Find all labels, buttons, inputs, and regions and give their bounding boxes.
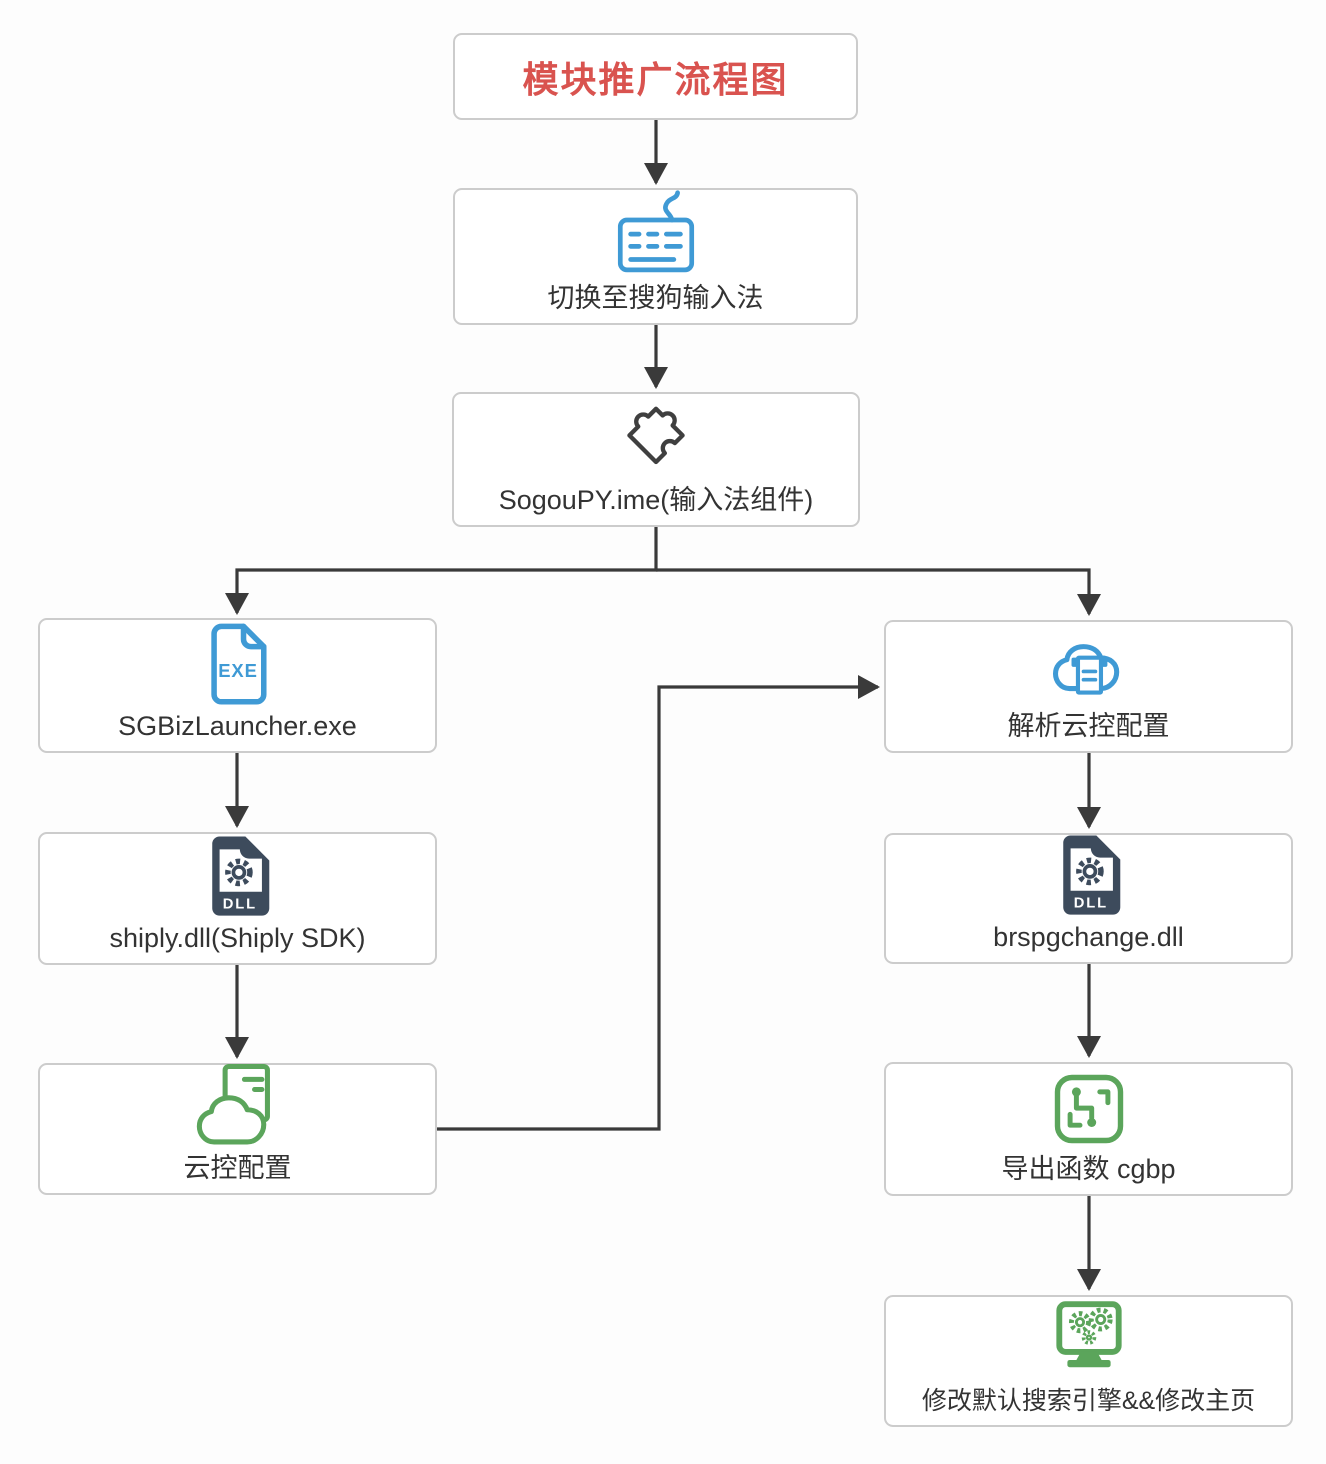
node-label: shiply.dll(Shiply SDK) <box>109 922 366 953</box>
dll-file-icon: DLL <box>192 827 284 923</box>
node-parse-cloud-config: 解析云控配置 <box>884 620 1293 753</box>
node-label: brspgchange.dll <box>993 921 1184 952</box>
node-label: 修改默认搜索引擎&&修改主页 <box>921 1387 1256 1416</box>
dll-badge: DLL <box>1073 895 1107 911</box>
node-modify-defaults: 修改默认搜索引擎&&修改主页 <box>884 1295 1293 1427</box>
node-label: 切换至搜狗输入法 <box>547 282 764 313</box>
page-title: 模块推广流程图 <box>522 58 789 100</box>
keyboard-icon <box>609 185 703 283</box>
cloud-parse-icon <box>1043 615 1135 711</box>
node-brspgchange-dll: DLL brspgchange.dll <box>884 833 1293 964</box>
circuit-icon <box>1044 1060 1134 1154</box>
node-sgbizlauncher: EXE SGBizLauncher.exe <box>38 618 437 753</box>
node-label: SGBizLauncher.exe <box>118 710 357 741</box>
exe-file-icon: EXE <box>192 615 284 711</box>
edge-cloudcfg-parse <box>437 675 880 1131</box>
edge-sogoupy-sgbiz <box>225 527 658 615</box>
cloud-config-icon <box>192 1057 284 1153</box>
node-label: 导出函数 cgbp <box>1001 1153 1176 1184</box>
puzzle-icon <box>609 387 703 485</box>
node-sogoupy-ime: SogouPY.ime(输入法组件) <box>452 392 860 527</box>
node-title: 模块推广流程图 <box>453 33 858 120</box>
exe-badge: EXE <box>218 660 258 681</box>
node-shiply-dll: DLL shiply.dll(Shiply SDK) <box>38 832 437 965</box>
node-export-function: 导出函数 cgbp <box>884 1062 1293 1196</box>
edge-sogoupy-parse <box>656 568 1101 616</box>
node-label: 云控配置 <box>183 1152 292 1183</box>
node-label: 解析云控配置 <box>1007 710 1170 741</box>
node-cloud-config: 云控配置 <box>38 1063 437 1195</box>
monitor-gears-icon <box>1044 1293 1134 1387</box>
dll-badge: DLL <box>222 896 256 912</box>
node-label: SogouPY.ime(输入法组件) <box>498 484 814 515</box>
node-switch-ime: 切换至搜狗输入法 <box>453 188 858 325</box>
dll-file-icon: DLL <box>1043 826 1135 922</box>
